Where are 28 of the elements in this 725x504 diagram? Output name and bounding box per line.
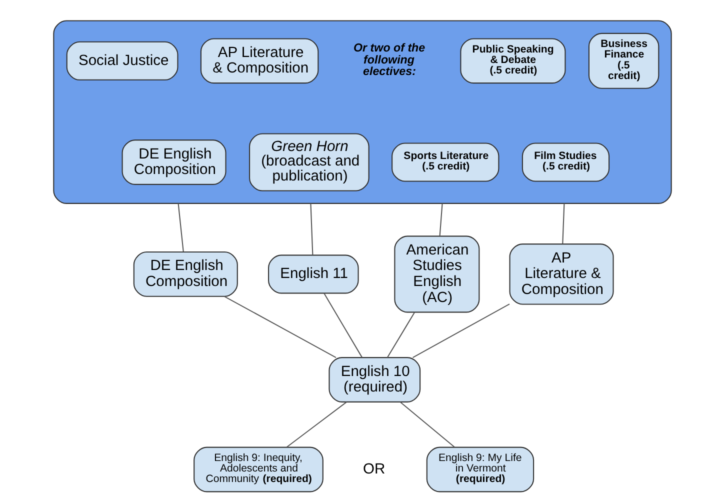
label: Or two of the following electives: bbox=[354, 42, 426, 78]
connector bbox=[286, 402, 347, 448]
connector bbox=[412, 304, 510, 358]
node-box: English 9: My Life in Vermont (required) bbox=[426, 446, 534, 492]
connector bbox=[178, 203, 184, 252]
cluster bbox=[53, 20, 672, 204]
connector bbox=[224, 296, 336, 358]
connector bbox=[324, 292, 362, 358]
node-box: Sports Literature (.5 credit) bbox=[392, 142, 500, 182]
node-box: English 9: Inequity, Adolescents and Community (required) bbox=[194, 446, 324, 492]
connector bbox=[439, 203, 443, 236]
node-box: DE English Composition bbox=[122, 140, 226, 185]
connector bbox=[562, 203, 565, 244]
label: OR bbox=[363, 461, 386, 478]
node-box: Film Studies (.5 credit) bbox=[522, 142, 610, 182]
connector bbox=[310, 203, 314, 256]
node-box: DE English Composition bbox=[133, 251, 238, 297]
node-box: American Studies English (AC) bbox=[394, 236, 480, 313]
node-box: AP Literature & Composition bbox=[200, 38, 319, 84]
node-box: Business Finance (.5 credit) bbox=[588, 32, 660, 89]
connector bbox=[400, 402, 455, 448]
node-box: AP Literature & Composition bbox=[509, 244, 614, 305]
node-box: English 11 bbox=[268, 254, 359, 294]
node-box: Public Speaking & Debate (.5 credit) bbox=[460, 38, 566, 84]
connector bbox=[386, 312, 416, 358]
node-box: Green Horn (broadcast and publication) bbox=[249, 133, 370, 192]
node-box: English 10 (required) bbox=[328, 357, 421, 402]
node-box: Social Justice bbox=[66, 41, 178, 80]
